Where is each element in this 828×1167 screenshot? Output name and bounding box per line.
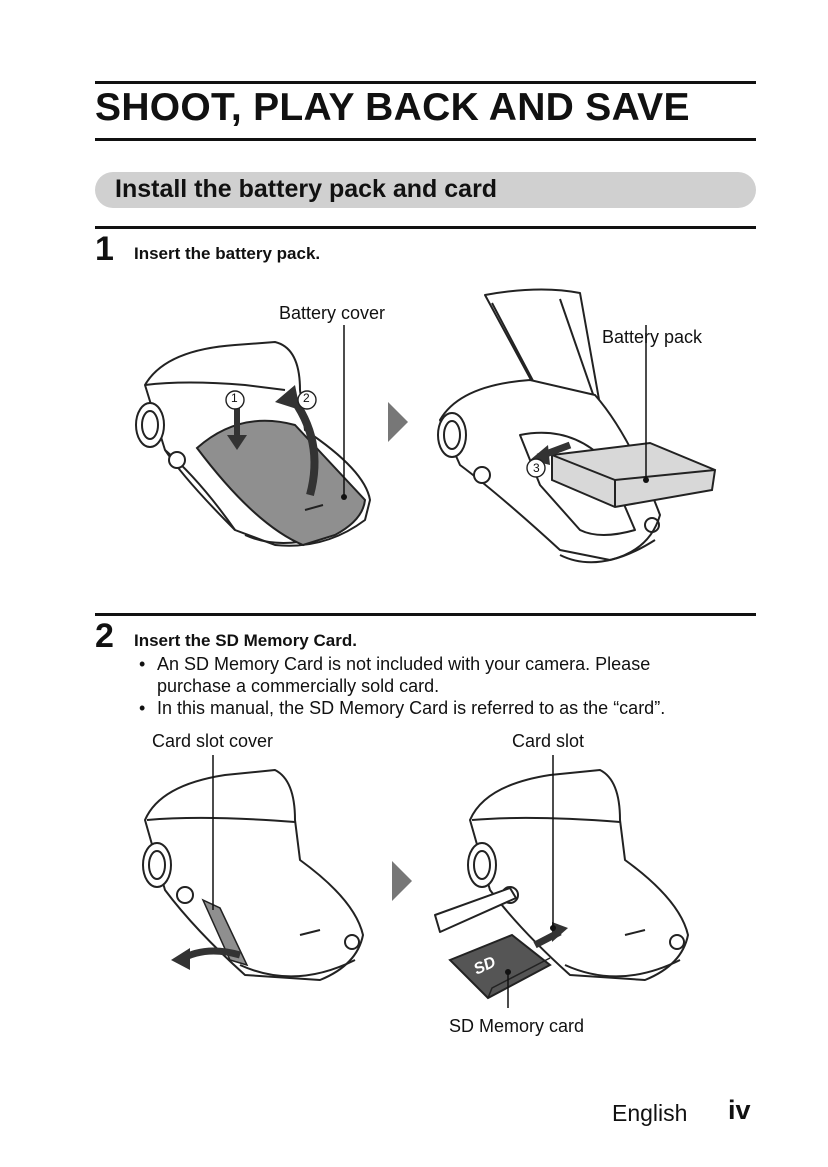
step1-number: 1 [95,230,114,268]
battery-cover-label: Battery cover [279,303,386,323]
step1-rule [95,226,756,229]
step1-next-arrow-icon [388,402,408,442]
bullet-symbol: • [139,698,146,718]
battery-cover-leader-line [343,325,345,495]
step2-bullet-1: • An SD Memory Card is not included with… [139,653,717,697]
section-header: Install the battery pack and card [95,172,756,208]
sd-memory-card-label: SD Memory card [449,1016,585,1036]
title-underline [95,138,756,141]
step2-instruction: Insert the SD Memory Card. [134,631,357,650]
card-slot-label: Card slot [512,731,585,751]
marker-3-label: 3 [533,461,540,475]
camera-battery-cover-illustration [135,341,371,547]
step2-next-arrow-icon [392,861,412,901]
card-slot-cover-shape [201,898,249,967]
footer-language: English [612,1100,688,1126]
card-slot-cover-label: Card slot cover [152,731,274,751]
step1-instruction: Insert the battery pack. [134,244,321,263]
page-title: SHOOT, PLAY BACK AND SAVE [95,86,690,129]
section-title: Install the battery pack and card [115,175,498,203]
footer-page-number: iv [728,1095,751,1125]
marker-2-label: 2 [303,391,310,405]
battery-cover-shape [195,419,367,547]
marker-1-label: 1 [231,391,238,405]
step2-number: 2 [95,617,114,655]
step2-bullet-2: • In this manual, the SD Memory Card is … [139,697,757,719]
battery-pack-shape [551,441,717,509]
battery-pack-label: Battery pack [602,327,703,347]
camera-sd-card-illustration: SD [434,755,689,1008]
bullet-text: An SD Memory Card is not included with y… [157,654,651,696]
camera-card-slot-cover-illustration [142,755,364,981]
bullet-symbol: • [139,654,146,674]
bullet-text: In this manual, the SD Memory Card is re… [157,698,666,718]
top-rule [95,81,756,84]
step2-rule [95,613,756,616]
camera-battery-pack-illustration [437,288,717,564]
sd-card-shape [448,933,552,1000]
